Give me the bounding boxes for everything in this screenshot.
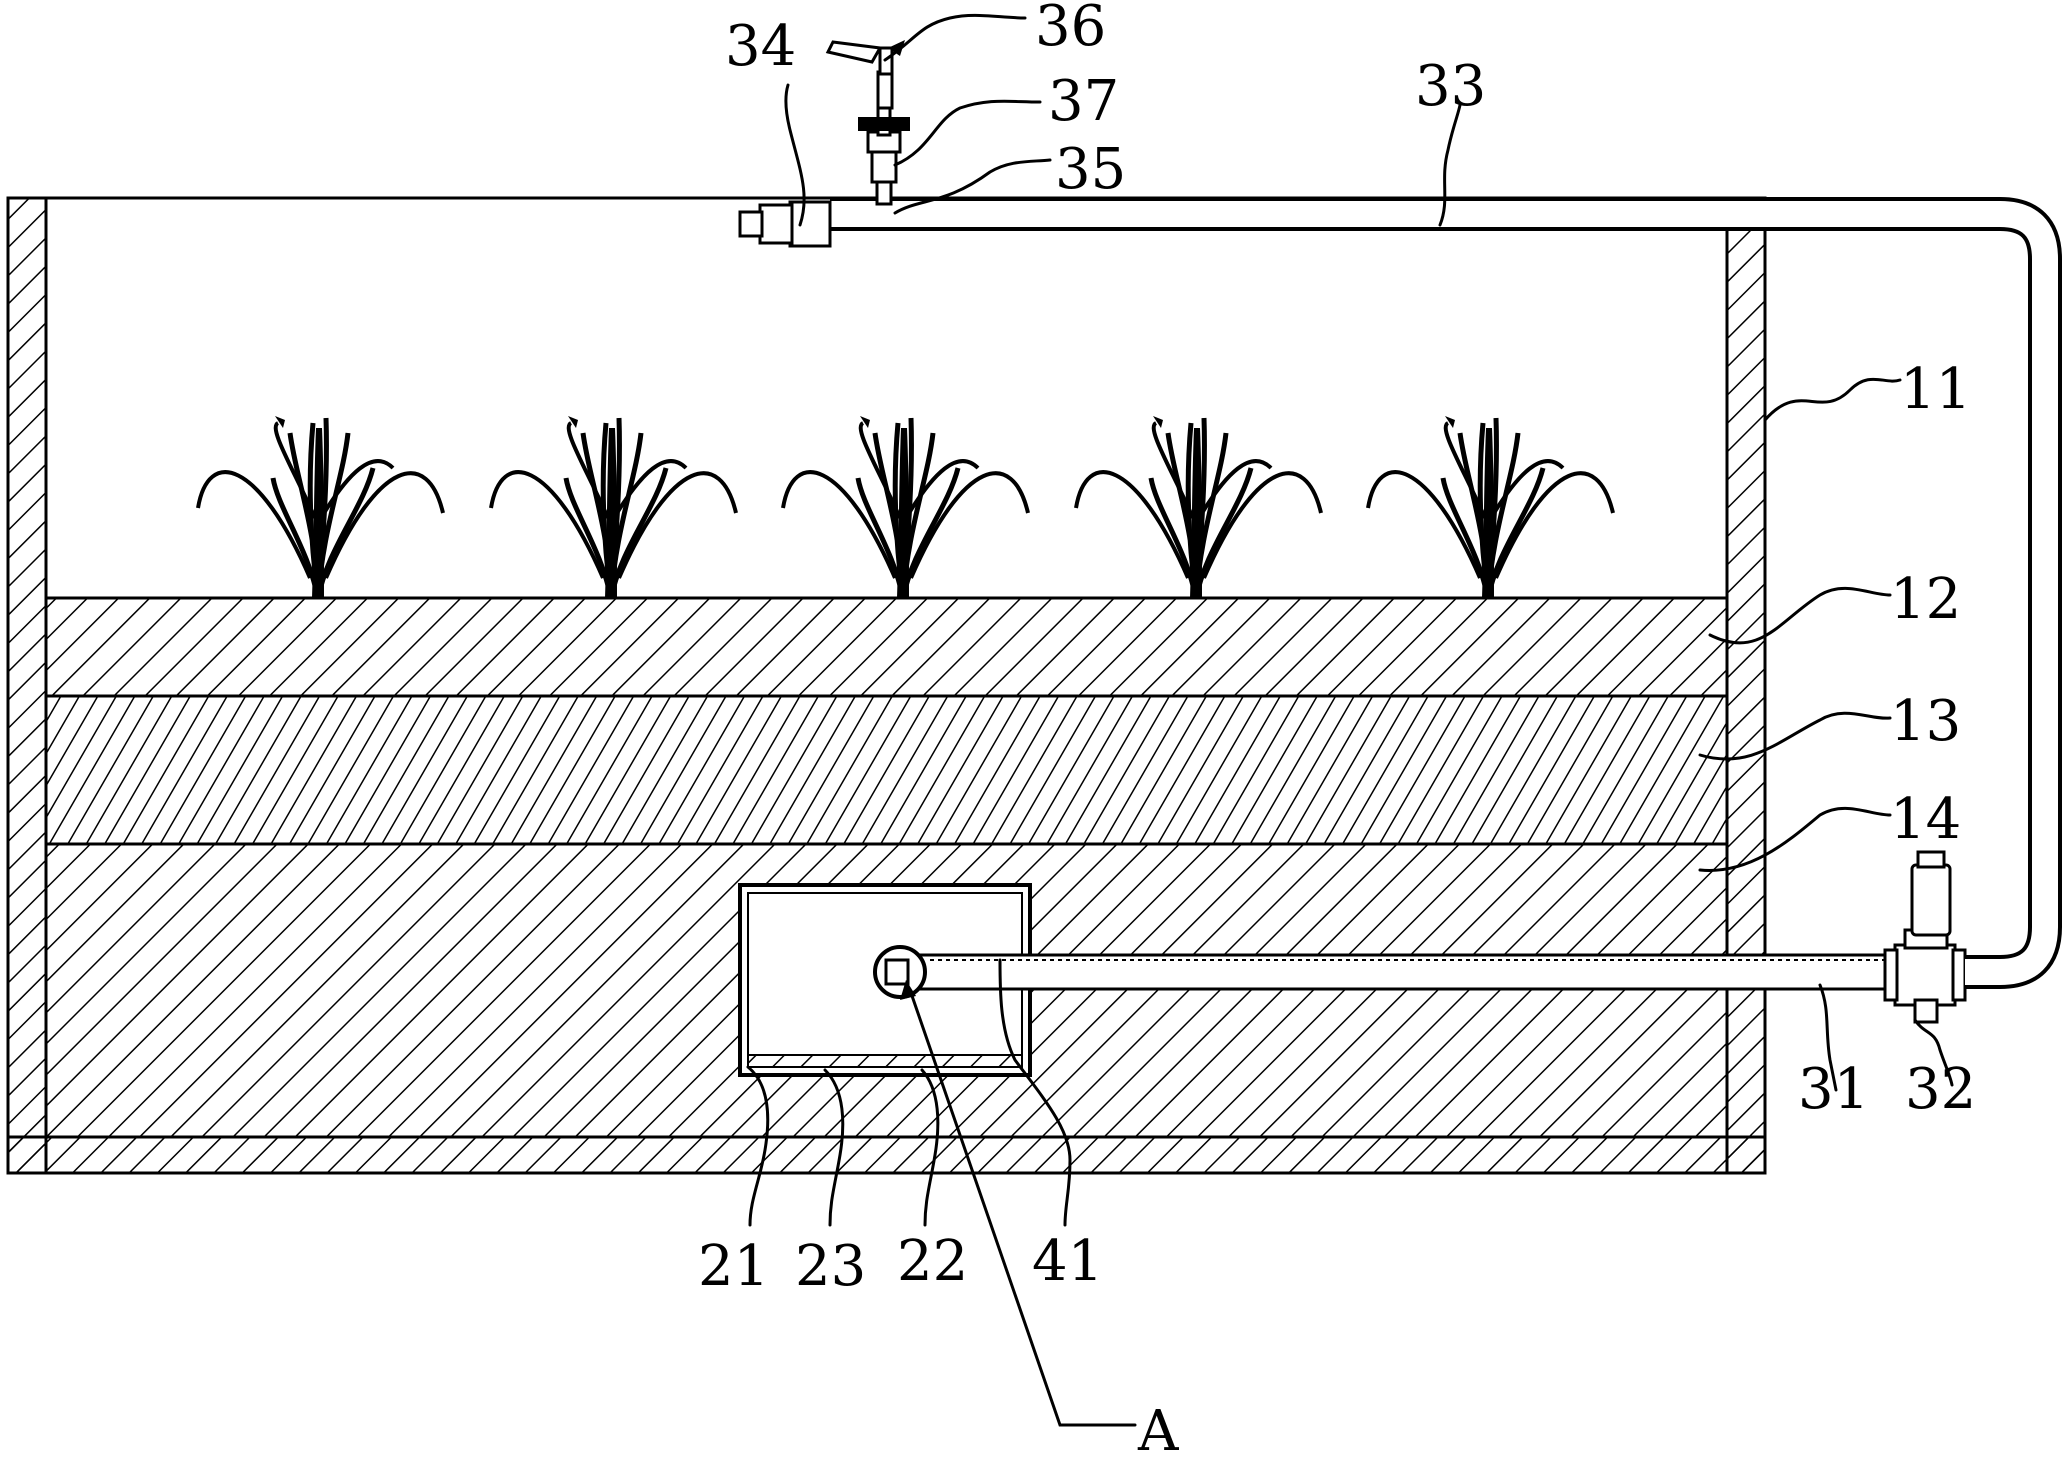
label-41: 41 xyxy=(1032,1229,1103,1294)
label-11: 11 xyxy=(1900,357,1971,422)
leader-lines xyxy=(746,13,1954,1427)
end-valve xyxy=(738,200,832,248)
plants xyxy=(198,416,1613,598)
soil-layer-12 xyxy=(44,596,1729,698)
label-22: 22 xyxy=(897,1229,968,1294)
label-21: 21 xyxy=(698,1234,769,1299)
label-31: 31 xyxy=(1798,1057,1869,1122)
pump xyxy=(1883,850,1967,1024)
label-13: 13 xyxy=(1890,689,1961,754)
drain-pipe xyxy=(873,945,1892,999)
label-37: 37 xyxy=(1048,69,1119,134)
label-34: 34 xyxy=(725,14,796,79)
reference-labels: 36 34 37 33 35 11 12 13 14 31 32 21 23 2… xyxy=(698,0,1976,1463)
soil-layer-13 xyxy=(44,694,1729,846)
label-33: 33 xyxy=(1415,54,1486,119)
label-35: 35 xyxy=(1055,137,1126,202)
label-A: A xyxy=(1137,1399,1179,1463)
delivery-pipe xyxy=(830,197,2062,989)
label-32: 32 xyxy=(1905,1057,1976,1122)
label-14: 14 xyxy=(1890,787,1961,852)
label-36: 36 xyxy=(1035,0,1106,59)
filter-mesh xyxy=(747,1054,1023,1068)
sprinkler xyxy=(825,40,910,206)
label-12: 12 xyxy=(1890,567,1961,632)
label-23: 23 xyxy=(795,1234,866,1299)
